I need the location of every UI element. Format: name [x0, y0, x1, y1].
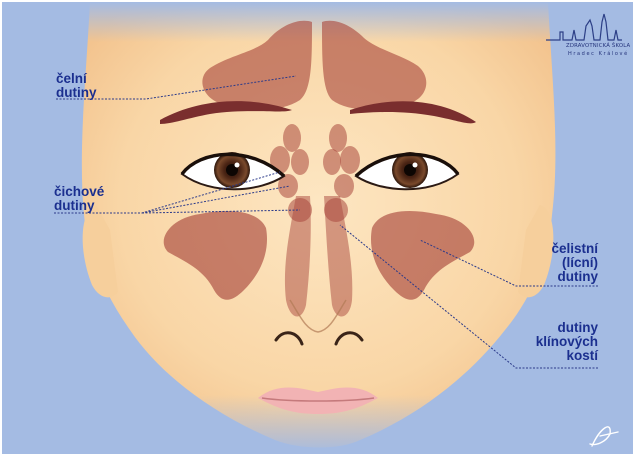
- school-logo-name: ZDRAVOTNICKÁ ŠKOLA: [566, 43, 630, 49]
- top-fade: [2, 2, 633, 42]
- label-maxillary-line1: čelistní: [551, 242, 598, 256]
- label-frontal-line2: dutiny: [56, 86, 97, 100]
- label-sphenoid-line1: dutiny: [536, 321, 598, 335]
- label-sphenoid-sinuses: dutiny klínových kostí: [536, 321, 598, 363]
- label-ethmoid-line1: čichové: [54, 185, 104, 199]
- label-frontal-sinuses: čelní dutiny: [56, 72, 97, 100]
- label-ethmoid-sinuses: čichové dutiny: [54, 185, 104, 213]
- label-ethmoid-line2: dutiny: [54, 199, 104, 213]
- label-maxillary-sinuses: čelistní (lícní) dutiny: [551, 242, 598, 284]
- school-logo-city: Hradec Králové: [568, 51, 629, 57]
- label-sphenoid-line2: klínových: [536, 335, 598, 349]
- label-frontal-line1: čelní: [56, 72, 97, 86]
- label-maxillary-line2: (lícní): [551, 256, 598, 270]
- label-sphenoid-line3: kostí: [536, 349, 598, 363]
- label-maxillary-line3: dutiny: [551, 270, 598, 284]
